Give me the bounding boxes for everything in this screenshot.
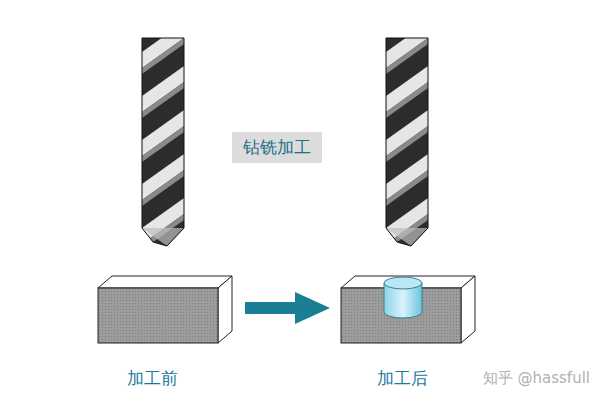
process-name: 钻铣加工 xyxy=(243,136,311,159)
drill-bit xyxy=(142,0,184,294)
watermark: 知乎 @hassfull xyxy=(483,369,590,388)
drill-bits xyxy=(142,0,428,294)
process-label-box: 钻铣加工 xyxy=(232,132,322,163)
caption-after: 加工后 xyxy=(377,367,428,390)
caption-before: 加工前 xyxy=(127,367,178,390)
workpiece-after xyxy=(341,276,475,343)
workpiece-before xyxy=(98,276,232,343)
drill-bit xyxy=(386,0,428,294)
process-arrow xyxy=(245,292,330,324)
